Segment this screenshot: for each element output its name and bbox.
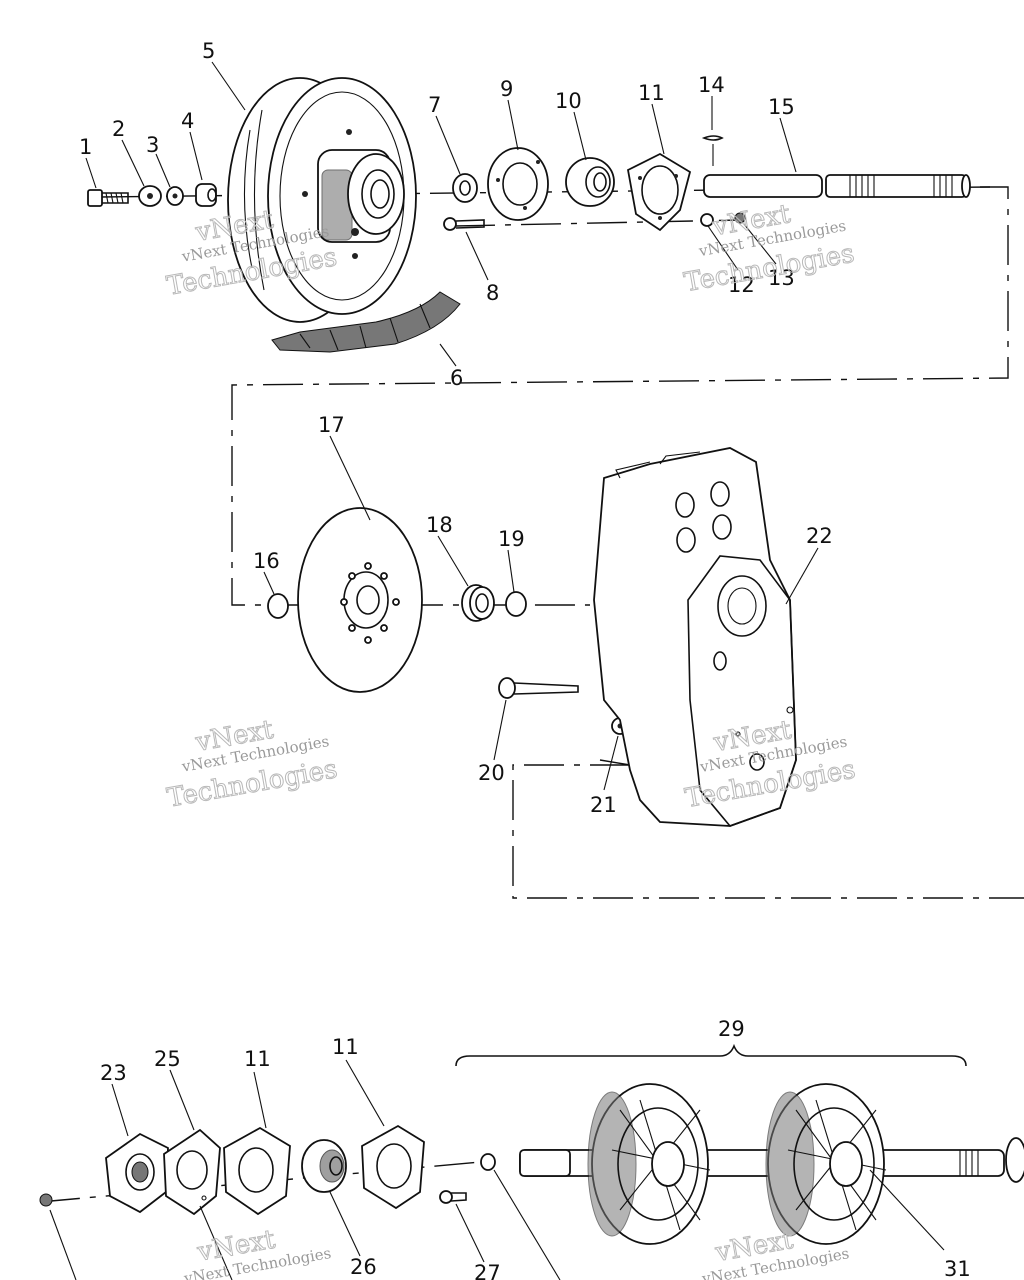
callout-31: 31 — [944, 1257, 971, 1280]
callout-7: 7 — [428, 93, 441, 117]
leader-lines — [85, 61, 819, 1263]
spacer-part-4 — [195, 183, 217, 207]
key-part-14 — [701, 135, 724, 166]
washer-part-2 — [138, 185, 162, 207]
o-ring-part-19 — [505, 591, 527, 617]
washer-part-7 — [452, 173, 478, 203]
bolt-part-27 — [439, 1190, 467, 1204]
callout-22: 22 — [806, 524, 833, 548]
bearing-part-26 — [301, 1139, 347, 1193]
callout-16: 16 — [253, 549, 280, 573]
flange-part-11-bottom-b — [361, 1124, 425, 1210]
callout-20: 20 — [478, 761, 505, 785]
bolt-part-20 — [498, 677, 579, 699]
callout-10: 10 — [555, 89, 582, 113]
callout-4: 4 — [181, 109, 194, 133]
callout-25: 25 — [154, 1047, 181, 1071]
drive-clutch-part-5 — [227, 77, 417, 323]
callout-9: 9 — [500, 77, 513, 101]
callout-19: 19 — [498, 527, 525, 551]
screw-part-8 — [443, 217, 485, 231]
callout-17: 17 — [318, 413, 345, 437]
bolt-part-1 — [87, 189, 129, 207]
chaincase-part-22 — [593, 447, 797, 827]
bearing-part-18 — [461, 584, 495, 622]
cover-part-9 — [487, 147, 549, 221]
callout-11-bottom-a: 11 — [244, 1047, 271, 1071]
flange-part-23 — [105, 1132, 169, 1214]
bearing-part-10 — [565, 157, 615, 207]
drive-axle-part-29 — [455, 1043, 1024, 1251]
callout-13: 13 — [768, 266, 795, 290]
bolt-end — [480, 1153, 561, 1280]
callout-29: 29 — [718, 1017, 745, 1041]
callout-18: 18 — [426, 513, 453, 537]
callout-14: 14 — [698, 73, 725, 97]
shaft-part-15 — [703, 174, 971, 198]
assembly-center-lines — [39, 186, 1024, 1203]
gasket-part-25 — [163, 1128, 233, 1280]
sprocket-disc-part-17 — [297, 507, 423, 693]
watermark-bottom-left: vNext vNext Technologies — [182, 1224, 333, 1280]
watermark-top-right: vNext vNext Technologies Technologies — [681, 199, 857, 299]
callout-1: 1 — [79, 135, 92, 159]
flange-part-11-bottom-a — [223, 1126, 291, 1216]
callout-15: 15 — [768, 95, 795, 119]
flange-part-11 — [626, 152, 692, 232]
nut-bottom-left — [39, 1193, 77, 1280]
nut-part-12 — [700, 213, 714, 227]
watermark-middle-left: vNext vNext Technologies Technologies — [164, 714, 340, 814]
callout-11-bottom-b: 11 — [332, 1035, 359, 1059]
drive-belt-part-6 — [271, 291, 461, 353]
callout-11-top: 11 — [638, 81, 665, 105]
callout-3: 3 — [146, 133, 159, 157]
watermark-bottom-right: vNext vNext Technologies — [700, 1224, 851, 1280]
callout-26: 26 — [350, 1255, 377, 1279]
lock-washer-part-3 — [166, 186, 184, 206]
callout-12: 12 — [728, 273, 755, 297]
o-ring-part-16 — [267, 593, 289, 619]
callout-27: 27 — [474, 1261, 501, 1280]
callout-5: 5 — [202, 39, 215, 63]
callout-2: 2 — [112, 117, 125, 141]
callout-numbers: 1 2 3 4 5 6 7 8 9 10 11 12 13 14 15 16 1… — [79, 39, 971, 1280]
callout-8: 8 — [486, 281, 499, 305]
callout-23: 23 — [100, 1061, 127, 1085]
callout-21: 21 — [590, 793, 617, 817]
callout-6: 6 — [450, 366, 463, 390]
nut-part-13 — [734, 212, 746, 224]
